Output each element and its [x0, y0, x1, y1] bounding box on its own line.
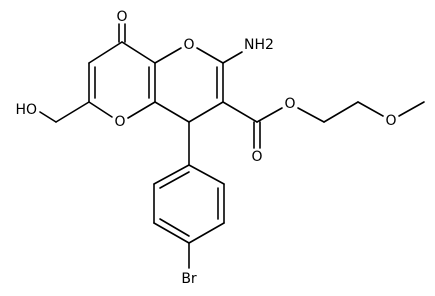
bond-c4-c4a — [154, 101, 190, 123]
bond-c6-o-lower — [88, 101, 113, 118]
atom-ester-ether-oxygen: O — [284, 96, 295, 112]
atom-label-layer: O O O NH2 HO O O O Br — [15, 9, 396, 287]
bond-ch2-ch2 — [323, 101, 359, 123]
atom-ring-oxygen-upper: O — [183, 37, 194, 53]
bond-c8-c7 — [88, 41, 123, 64]
bond-o-upper-c2 — [196, 47, 224, 64]
bond-ar4-ar5 — [153, 222, 190, 244]
bond-ar1-ar2 — [188, 164, 225, 185]
atom-methoxy-oxygen: O — [385, 113, 396, 129]
bond-c3-ester-c — [222, 101, 258, 123]
bond-c2-n — [222, 51, 243, 64]
atom-ring-oxygen-lower: O — [114, 114, 125, 130]
bond-o-ch2-a — [297, 107, 325, 123]
bond-ar4-ar5-inner — [159, 218, 190, 237]
bond-ester-c-o-single — [256, 107, 283, 123]
atom-ester-carbonyl-oxygen: O — [251, 149, 262, 165]
bond-layer — [39, 23, 425, 269]
bond-c8a-o-upper — [154, 47, 182, 64]
bond-ar6-ar1-inner — [159, 171, 190, 189]
atom-hydroxyl-group: HO — [15, 102, 37, 118]
bond-c3-c4 — [188, 101, 224, 123]
bond-o-methyl — [398, 101, 425, 117]
bond-c8a-c8 — [121, 41, 156, 64]
atom-amino-group: NH2 — [244, 37, 274, 53]
bond-c6-ch2 — [55, 101, 90, 123]
bond-ar3-ar4 — [188, 222, 225, 244]
atom-carbonyl-oxygen: O — [116, 9, 127, 25]
bond-ar6-ar1 — [153, 164, 190, 185]
bond-ch2-o-methoxy — [357, 101, 384, 117]
bond-ch2-oh — [39, 111, 57, 123]
bond-o-lower-c4a — [127, 101, 156, 119]
atom-bromine: Br — [181, 271, 197, 287]
